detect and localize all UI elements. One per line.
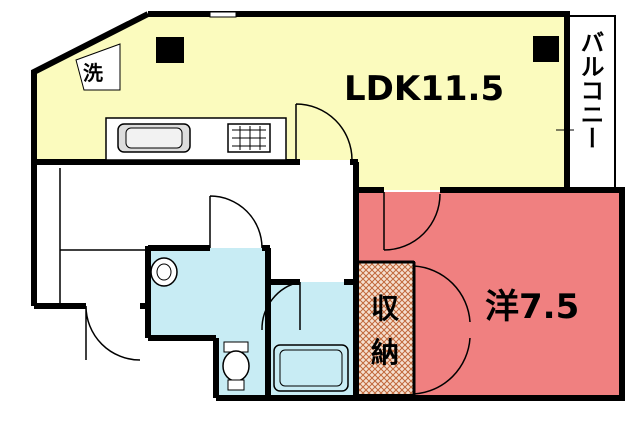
door-closet-bottom (413, 337, 471, 395)
ldk-label: LDK11.5 (344, 69, 504, 109)
door-entrance-swing (85, 305, 141, 361)
outer-wall-top (148, 11, 570, 190)
balcony (564, 15, 616, 189)
door-western-left (383, 192, 441, 251)
pillar-left (156, 37, 184, 63)
hallway (36, 164, 355, 305)
balcony-label: バルコニー (576, 30, 604, 150)
washer-area (75, 43, 121, 91)
washer-label: 洗 (83, 61, 103, 85)
window-top (209, 11, 237, 18)
storage-label-bottom: 納 (371, 336, 399, 369)
storage-label-top: 収 (371, 292, 400, 325)
bathtub (273, 344, 349, 392)
western-room-label: 洋7.5 (485, 287, 579, 327)
toilet-fixture (150, 257, 250, 391)
outer-wall-left (31, 11, 150, 306)
pillar-right (533, 36, 559, 62)
door-ldk-swing (295, 103, 353, 161)
storage-closet (356, 261, 415, 396)
door-bath-swing (261, 281, 301, 331)
door-closet-top (413, 265, 471, 323)
door-toilet-swing (209, 195, 263, 249)
